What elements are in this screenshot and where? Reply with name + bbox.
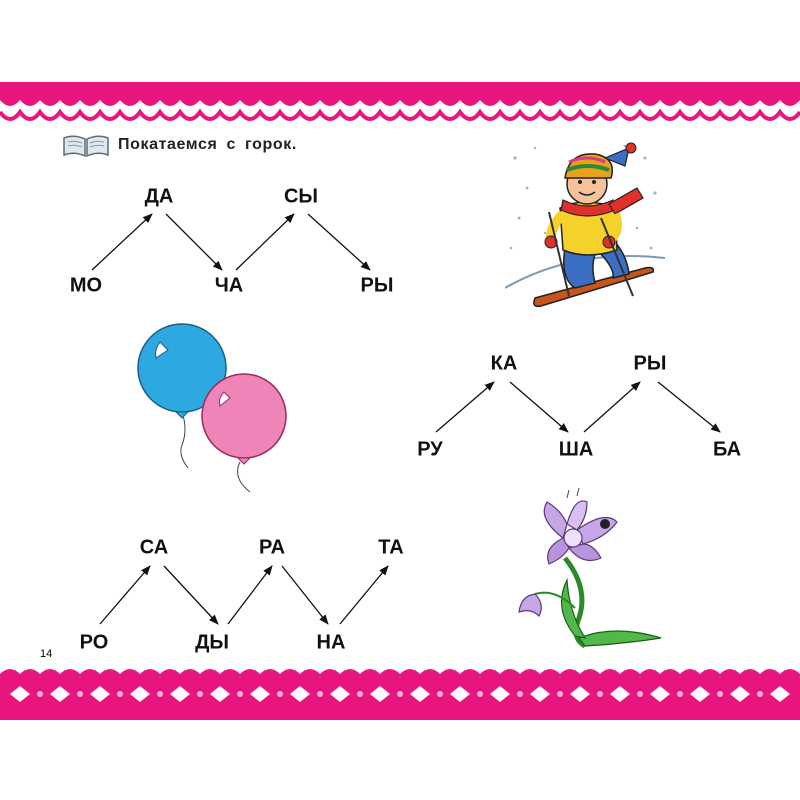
syllable-cha: ЧА — [214, 274, 244, 297]
page-number: 14 — [40, 648, 53, 660]
syllable-sa: СА — [139, 536, 169, 559]
arrow-ro-sa — [99, 565, 151, 625]
syllable-ba: БА — [712, 438, 742, 461]
syllable-ta: ТА — [378, 536, 404, 559]
arrow-cha-sy — [235, 213, 295, 271]
syllable-ru: РУ — [417, 438, 443, 461]
open-book-icon — [63, 135, 109, 158]
arrow-na-ta — [339, 565, 389, 625]
syllable-sy: СЫ — [283, 185, 319, 208]
balloons-illustration — [137, 323, 287, 493]
arrow-ka-sha — [509, 381, 569, 433]
arrow-mo-da — [91, 213, 153, 271]
arrow-sy-ry — [307, 213, 371, 271]
arrow-ra-na — [281, 565, 329, 625]
syllable-ra: РА — [258, 536, 286, 559]
syllable-ry: РЫ — [360, 274, 394, 297]
syllable-sha: ША — [558, 438, 594, 461]
arrow-sa-dy — [163, 565, 219, 625]
arrow-dy-ra — [227, 565, 273, 625]
syllable-ka: КА — [490, 352, 518, 375]
syllable-da: ДА — [144, 185, 174, 208]
arrow-sha-ry — [583, 381, 641, 433]
syllable-na: НА — [316, 631, 346, 654]
page-title: Покатаемся с горок. — [118, 136, 297, 153]
arrow-ru-ka — [435, 381, 495, 433]
syllable-mo: МО — [69, 274, 103, 297]
syllable-dy: ДЫ — [195, 631, 229, 654]
top-decorative-band — [0, 82, 800, 121]
syllable-ro: РО — [79, 631, 109, 654]
flower-illustration — [518, 488, 662, 649]
skier-illustration — [505, 142, 665, 308]
arrow-da-cha — [165, 213, 223, 271]
bottom-decorative-band — [0, 669, 800, 720]
syllable-ry-2: РЫ — [633, 352, 667, 375]
arrow-ry-ba — [657, 381, 721, 433]
